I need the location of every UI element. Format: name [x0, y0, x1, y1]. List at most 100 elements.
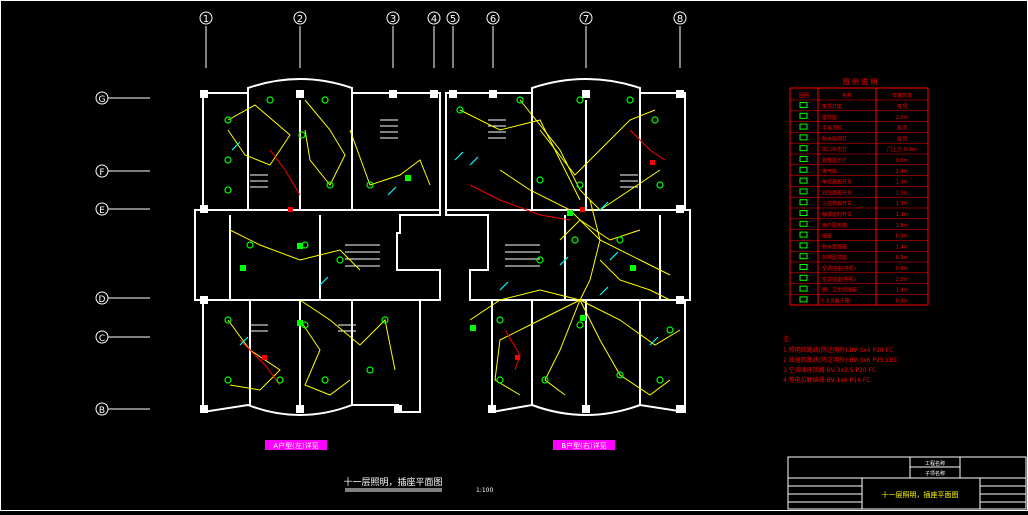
- axis-h-label: E: [99, 206, 105, 216]
- legend-symbol-icon: [799, 231, 808, 238]
- axis-v-3: 3: [386, 11, 400, 68]
- legend-row-height: 0.3m: [896, 158, 909, 164]
- legend-row-height: 1.8m: [896, 223, 909, 229]
- axis-v-8: 8: [673, 11, 687, 68]
- axis-v-label: 3: [390, 14, 396, 25]
- axis-v-label: 4: [431, 14, 437, 25]
- unit-label-a: A户型(左)详见: [265, 440, 327, 450]
- legend-symbol-icon: [799, 199, 808, 206]
- axis-v-label: 1: [203, 14, 209, 25]
- axis-h-label: G: [99, 95, 106, 105]
- legend-row-height: 1.3m: [896, 190, 909, 196]
- legend-row-name: 三控翘板开关: [822, 200, 852, 207]
- legend-symbol-icon: [799, 296, 808, 303]
- legend-row-height: 吸顶: [897, 104, 907, 110]
- axis-h-C: C: [95, 330, 150, 344]
- legend-row-height: 1.4m: [896, 288, 909, 294]
- drawing-scale: 1:100: [476, 487, 493, 494]
- legend-symbol-icon: [799, 112, 808, 119]
- legend-row-name: 用户配电箱: [822, 222, 847, 229]
- legend-symbol-icon: [799, 166, 808, 173]
- legend-row-height: 吸顶: [897, 136, 907, 142]
- legend-row-height: 0.3m: [896, 234, 909, 240]
- legend-header: 图例: [799, 92, 809, 99]
- legend-symbol-icon: [799, 264, 808, 270]
- legend-row-name: 防水型插座: [822, 243, 847, 250]
- axis-h-G: G: [95, 91, 150, 105]
- legend-row-name: 单控翘板开关: [822, 179, 852, 186]
- legend-row-name: 壁灯座: [822, 114, 837, 121]
- legend-header: 名称: [842, 92, 852, 99]
- legend-row-name: 插座: [822, 233, 832, 240]
- wiring-lines: [227, 99, 681, 396]
- title-block: [787, 456, 1027, 510]
- structural-columns: [200, 90, 684, 413]
- unit-label-b-text: B户型(右)详见: [561, 441, 606, 450]
- legend-row-name: 防溅型插座: [822, 254, 847, 261]
- legend-row-name: 疏散指示灯: [822, 157, 847, 164]
- axis-h-B: B: [95, 402, 150, 416]
- axis-h-label: B: [99, 406, 105, 416]
- axis-v-2: 2: [293, 11, 307, 68]
- walls-left-unit: [194, 78, 441, 416]
- legend-row-name: 双控翘板开关: [822, 189, 852, 196]
- legend-row-name: 厨、卫生间插座: [822, 287, 857, 294]
- legend-symbol-icon: [799, 145, 808, 152]
- note-line: 1.照明回路线(除注明外):BV-3x4 P20 FC: [783, 346, 893, 354]
- title-block-project: 工程名称: [925, 460, 945, 467]
- note-line: 3.空调插座回路:BV-3x2.5 P20 FC: [783, 366, 876, 374]
- legend-symbol-icon: [799, 188, 808, 195]
- legend-row-name: 触摸延时开关: [822, 211, 852, 218]
- axis-v-label: 5: [450, 14, 456, 25]
- vertical-axis-group: 1 2 3 4 5 6 7 8: [199, 11, 687, 68]
- axis-h-label: D: [99, 295, 106, 305]
- legend-row-height: 1.3m: [896, 212, 909, 218]
- axis-v-label: 8: [677, 14, 683, 25]
- axis-h-D: D: [95, 291, 150, 305]
- unit-label-b: B户型(右)详见: [553, 440, 615, 450]
- legend-symbol-icon: [799, 220, 808, 227]
- legend-symbol-icon: [799, 177, 808, 184]
- axis-v-7: 7: [579, 11, 593, 68]
- notes-block: 注: 1.照明回路线(除注明外):BV-3x4 P20 FC 2.插座回路线(除…: [783, 335, 898, 384]
- axis-v-label: 7: [583, 14, 589, 25]
- unit-label-a-text: A户型(左)详见: [273, 441, 318, 450]
- axis-v-label: 6: [490, 14, 496, 25]
- legend-row-name: 空调插座(柜机): [822, 276, 856, 283]
- legend-row-height: 0.8m: [896, 266, 909, 272]
- axis-v-1: 1: [199, 11, 213, 68]
- axis-h-label: F: [99, 168, 104, 178]
- legend-symbol-icon: [799, 156, 808, 162]
- legend-symbol-icon: [799, 274, 808, 281]
- legend-header: 安装高度: [892, 92, 912, 99]
- legend-row-height: 1.4m: [896, 244, 909, 250]
- legend-row-name: 换气扇: [822, 168, 837, 175]
- legend-row-height: 2.4m: [896, 169, 909, 175]
- legend-title: 图 例 说 明: [843, 77, 878, 86]
- legend-symbol-icon: [799, 253, 808, 260]
- axis-v-label: 2: [297, 14, 303, 25]
- legend-row-name: L.E.B端子箱: [822, 297, 850, 304]
- title-block-drawing-name: 十一层照明，插座平面图: [882, 490, 959, 499]
- axis-h-F: F: [95, 164, 150, 178]
- light-fixtures: [224, 96, 674, 384]
- drawing-title: 十一层照明，插座平面图 1:100: [343, 476, 493, 494]
- legend-row-height: 0.3m: [896, 255, 909, 261]
- legend-symbol-icon: [799, 242, 808, 249]
- title-block-sub: 子项名称: [925, 470, 945, 477]
- panels-red: [262, 160, 655, 360]
- legend-row-height: 2.2m: [896, 277, 909, 283]
- legend-symbol-icon: [799, 123, 808, 130]
- legend-symbol-icon: [799, 285, 808, 292]
- wiring-red: [239, 129, 666, 386]
- notes-title: 注:: [783, 335, 791, 343]
- note-line: 4.等电位联结线:BV-1x6 P16 FC: [783, 376, 871, 384]
- legend-symbol-icon: [799, 102, 808, 108]
- legend-symbol-icon: [799, 210, 808, 216]
- legend-row-height: 0.3m: [896, 298, 909, 304]
- legend-row-name: 出口标志灯: [822, 146, 847, 153]
- legend-row-name: 吸顶灯座: [822, 103, 842, 110]
- switches-cyan: [231, 141, 659, 346]
